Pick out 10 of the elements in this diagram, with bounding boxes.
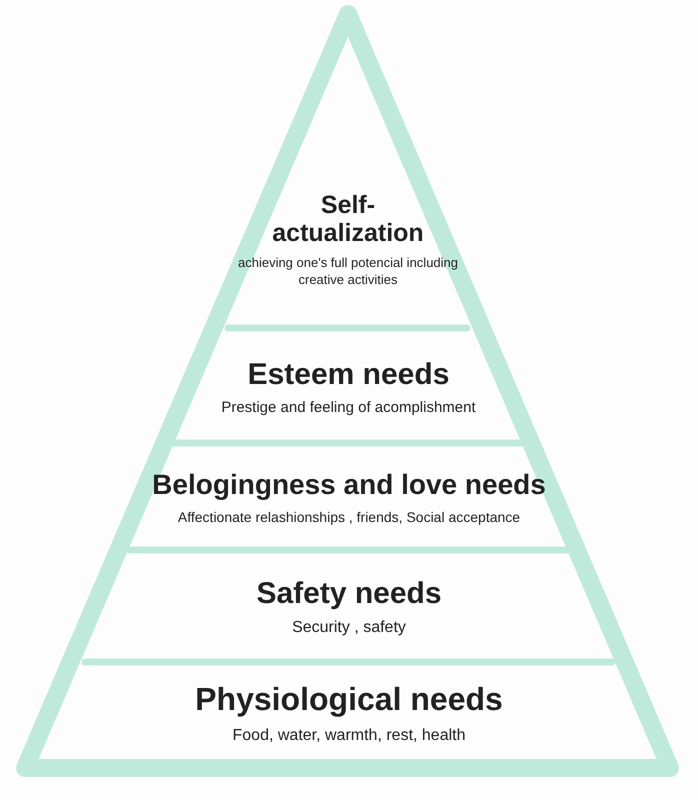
tier-heading: Safety needs: [256, 576, 442, 610]
tier-heading: Belogingness and love needs: [152, 470, 546, 501]
tier-description: achieving one's full potencial including creative activities: [236, 255, 460, 288]
tier-heading: Esteem needs: [248, 358, 450, 392]
tier-description: Security , safety: [292, 618, 406, 638]
tier-heading: Self-actualization: [271, 192, 425, 248]
tier-description: Prestige and feeling of acomplishment: [221, 399, 476, 418]
tier-description: Food, water, warmth, rest, health: [232, 726, 466, 746]
tier-heading: Physiological needs: [195, 682, 503, 718]
tier-description: Affectionate relashionships , friends, Social acceptance: [178, 508, 520, 526]
